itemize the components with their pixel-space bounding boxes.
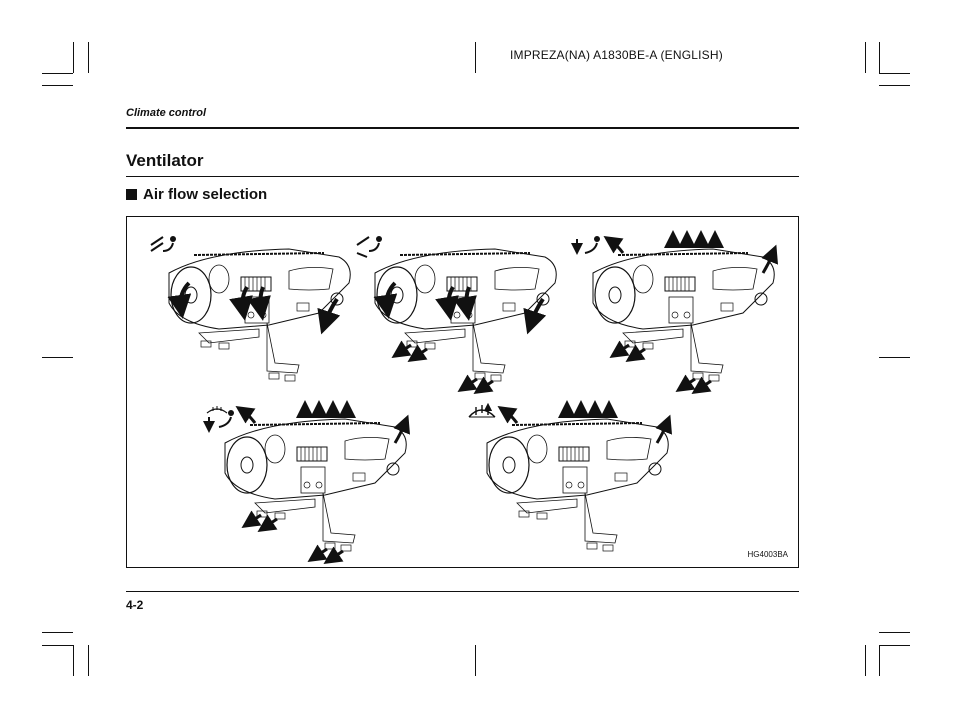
title-rule: [126, 176, 799, 177]
panel-face-vent: [150, 236, 352, 382]
panel-bi-level: [356, 236, 558, 389]
square-bullet-icon: [126, 189, 137, 200]
page-title: Ventilator: [126, 151, 204, 170]
subheading-text: Air flow selection: [143, 186, 268, 203]
airflow-illustration: [150, 236, 776, 567]
document-code: IMPREZA(NA) A1830BE-A (ENGLISH): [510, 48, 723, 62]
header-rule: [126, 127, 799, 129]
foot-icon: [571, 236, 600, 255]
footer-rule: [126, 591, 799, 592]
panel-defrost-foot: [203, 406, 408, 559]
figure-code: HG4003BA: [747, 550, 788, 559]
face-vent-icon: [150, 236, 176, 252]
defrost-icon: [468, 405, 496, 418]
section-label: Climate control: [126, 107, 207, 119]
bi-level-icon: [356, 236, 382, 258]
panel-defrost: [468, 405, 670, 552]
defrost-foot-icon: [203, 406, 234, 433]
page-number: 4-2: [126, 598, 144, 612]
panel-foot: [571, 236, 776, 389]
subheading: Air flow selection: [126, 186, 267, 203]
airflow-figure: HG4003BA: [126, 216, 799, 568]
